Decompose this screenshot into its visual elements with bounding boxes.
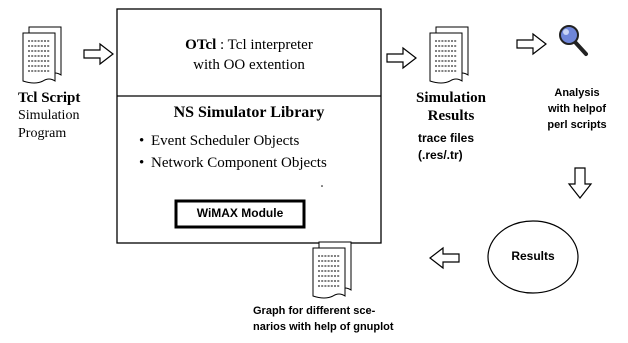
analysis-line-3: perl scripts bbox=[547, 119, 607, 131]
tcl-script-document-icon bbox=[22, 26, 62, 84]
arrow-right-icon bbox=[516, 32, 547, 56]
ns-bullet-1: Event Scheduler Objects bbox=[151, 133, 300, 149]
ns-bullet-2: Network Component Objects bbox=[151, 155, 327, 171]
simulation-results-document-icon bbox=[429, 26, 469, 84]
tcl-script-title: Tcl Script bbox=[18, 90, 81, 106]
tcl-script-line1: Simulation bbox=[18, 108, 80, 123]
otcl-desc-1: : Tcl interpreter bbox=[220, 37, 313, 53]
arrow-down-icon bbox=[567, 167, 593, 199]
arrow-left-icon bbox=[429, 246, 460, 270]
tcl-script-line2: Program bbox=[18, 126, 67, 141]
simulation-results-title-1: Simulation bbox=[415, 90, 487, 106]
graph-caption-2: narios with help of gnuplot bbox=[253, 321, 394, 333]
results-ellipse bbox=[487, 220, 579, 294]
simulation-results-sub-2: (.res/.tr) bbox=[418, 148, 463, 162]
wimax-module-box bbox=[174, 199, 306, 229]
graph-document-icon bbox=[312, 241, 352, 299]
results-label: Results bbox=[511, 249, 555, 263]
arrow-right-icon bbox=[83, 42, 114, 66]
simulation-results-title-2: Results bbox=[427, 108, 475, 124]
analysis-line-2: with helpof bbox=[547, 103, 607, 115]
arrow-right-icon bbox=[386, 46, 417, 70]
bullet-glyph-2: • bbox=[139, 155, 145, 171]
otcl-label: OTcl : Tcl interpreter bbox=[117, 37, 381, 54]
wimax-module-label: WiMAX Module bbox=[196, 206, 284, 220]
otcl-name: OTcl bbox=[185, 37, 217, 53]
graph-caption-1: Graph for different sce- bbox=[253, 305, 376, 317]
ns-library-title: NS Simulator Library bbox=[173, 104, 325, 121]
analysis-line-1: Analysis bbox=[554, 87, 600, 99]
magnifier-icon bbox=[559, 25, 588, 56]
simulation-results-sub-1: trace files bbox=[418, 131, 475, 145]
otcl-desc-2: with OO extention bbox=[193, 57, 305, 73]
bullet-glyph-1: • bbox=[139, 133, 145, 149]
